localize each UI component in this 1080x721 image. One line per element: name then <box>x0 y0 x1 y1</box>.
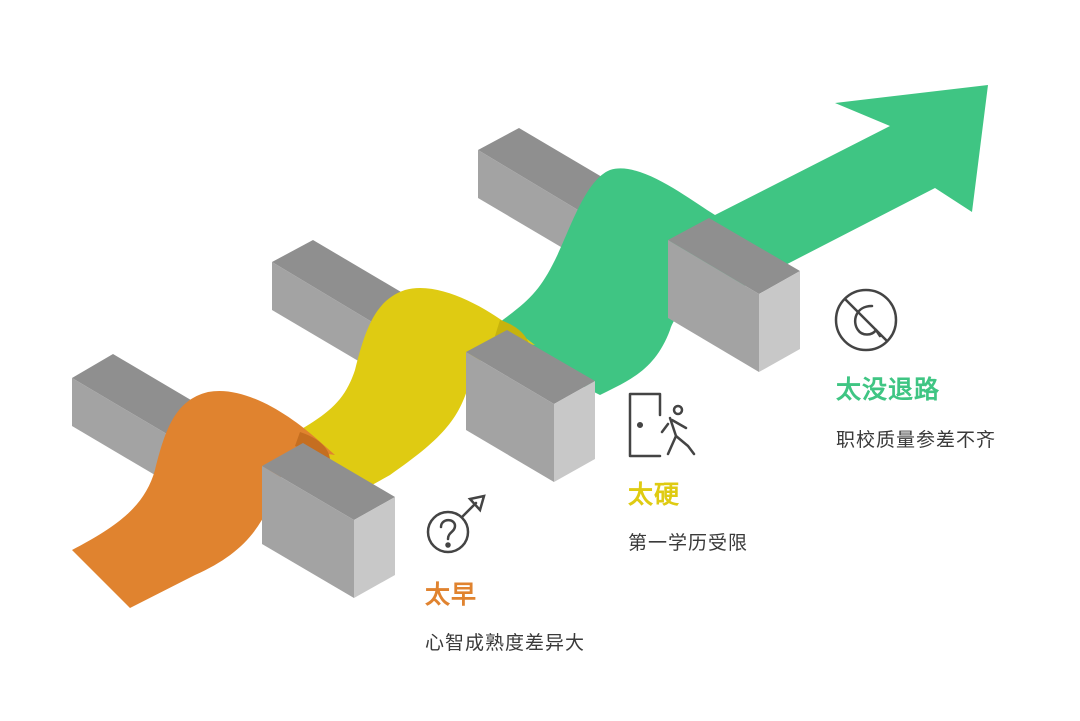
item-3-description: 职校质量参差不齐 <box>836 429 997 451</box>
item-1-description: 心智成熟度差异大 <box>425 632 586 654</box>
hurdle-block-1-front <box>262 443 395 598</box>
hurdle-block-3-back <box>478 128 624 260</box>
hurdle-block-3-front <box>668 218 800 372</box>
item-2-description: 第一学历受限 <box>628 532 749 554</box>
door-exit-person-icon <box>628 392 696 458</box>
no-retreat-icon <box>834 288 898 352</box>
item-1-title: 太早 <box>425 580 478 609</box>
item-3-title: 太没退路 <box>836 375 941 404</box>
hurdle-block-2-back <box>272 240 418 372</box>
question-mark-male-icon <box>426 494 486 554</box>
item-2-title: 太硬 <box>628 480 681 509</box>
hurdle-block-2-front <box>466 330 595 482</box>
